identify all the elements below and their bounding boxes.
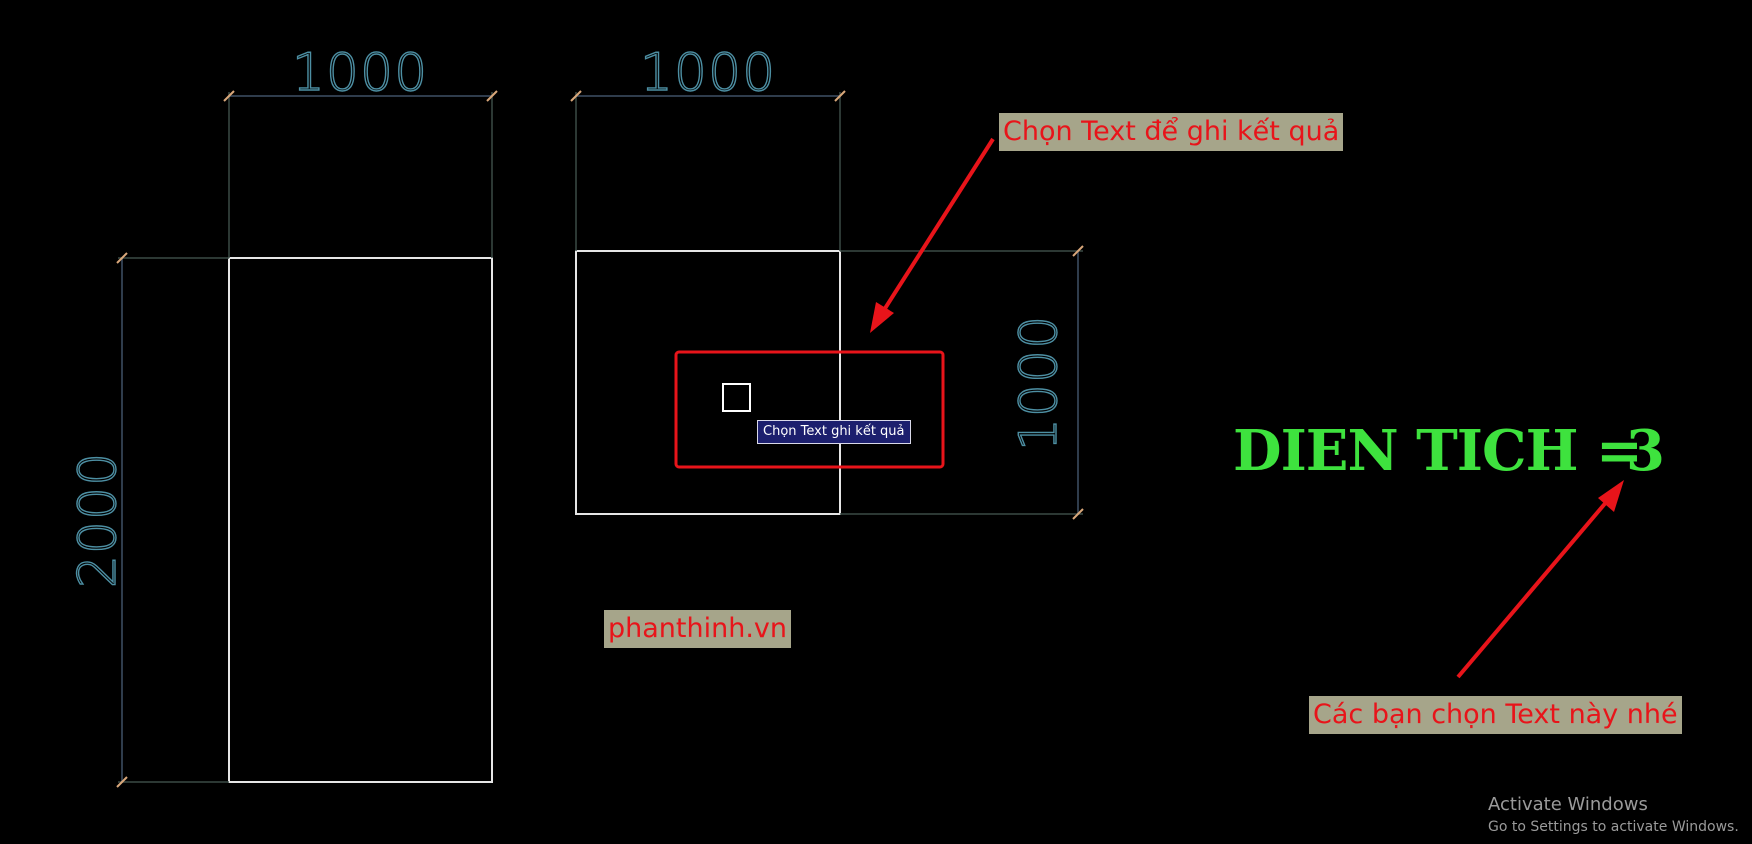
- dimension-text: 1000: [640, 43, 776, 103]
- rectangle-1000x1000[interactable]: [575, 250, 841, 515]
- watermark-label: phanthinh.vn: [604, 610, 792, 648]
- pickbox-cursor[interactable]: [722, 383, 751, 412]
- dimension-text: 1000: [1009, 315, 1069, 451]
- dimension-tick-top: [1072, 245, 1084, 257]
- area-result-label[interactable]: DIEN TICH =: [1233, 418, 1643, 484]
- dimension-tick-left: [223, 90, 235, 102]
- dimension-tick-right: [486, 90, 498, 102]
- dimension-tick-bottom: [1072, 508, 1084, 520]
- activate-windows-title: Activate Windows: [1488, 794, 1648, 815]
- dimension-tick-right: [834, 90, 846, 102]
- dimension-tick-bottom: [116, 776, 128, 788]
- activate-windows-watermark: Activate Windows Go to Settings to activ…: [1488, 793, 1739, 837]
- rectangle-1000x2000[interactable]: [228, 257, 493, 783]
- selection-highlight-box: [674, 350, 945, 469]
- dimension-rect2-height[interactable]: 1000: [840, 245, 1084, 520]
- rectangle-right-outline[interactable]: [575, 250, 841, 515]
- dimension-rect2-width[interactable]: 1000: [570, 42, 846, 251]
- dimension-rect1-height[interactable]: 2000: [67, 252, 229, 788]
- command-prompt-tooltip: Chọn Text ghi kết quả: [757, 420, 911, 444]
- dimension-text: 1000: [292, 43, 428, 103]
- rectangle-left-outline[interactable]: [228, 257, 493, 783]
- dimension-rect1-width[interactable]: 1000: [223, 42, 498, 258]
- area-result-value[interactable]: 3: [1626, 418, 1665, 484]
- dimension-tick-left: [570, 90, 582, 102]
- annotation-label-select-text: Chọn Text để ghi kết quả: [999, 113, 1344, 151]
- dimension-text: 2000: [68, 452, 128, 588]
- activate-windows-subtitle: Go to Settings to activate Windows.: [1488, 819, 1739, 835]
- annotation-arrow-bottom: [1456, 480, 1624, 679]
- annotation-label-choose-text: Các bạn chọn Text này nhé: [1309, 696, 1682, 734]
- dimension-tick-top: [116, 252, 128, 264]
- annotation-arrow-top: [870, 137, 995, 333]
